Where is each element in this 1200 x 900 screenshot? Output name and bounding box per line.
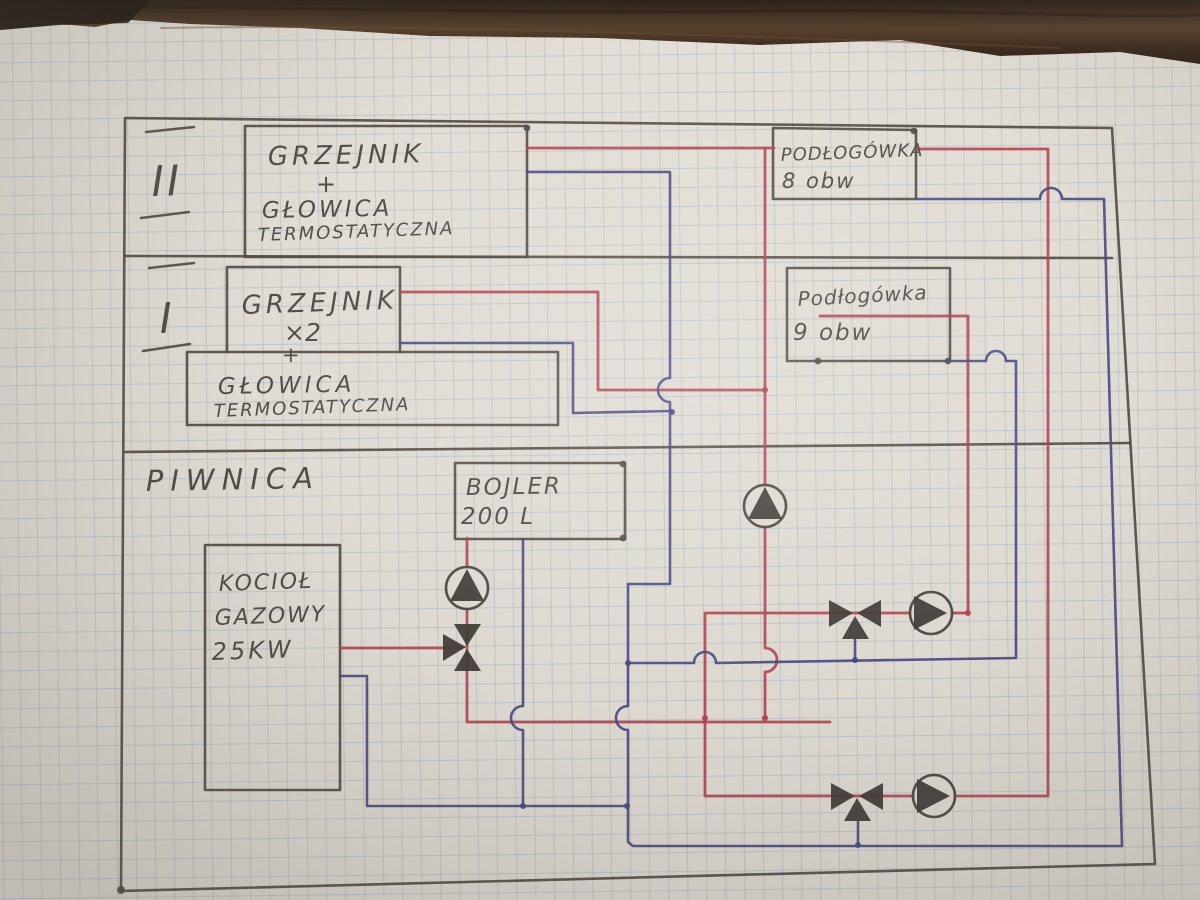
pump-arrow-up-icon: [748, 487, 782, 519]
supply-pipe-mixing-rows: [703, 147, 1050, 798]
supply-pipe-radiator-floor1: [398, 290, 767, 392]
return-pipe-water-heater: [509, 537, 525, 808]
label-line: GRZEJNIK: [268, 139, 425, 172]
wood-dark-corner: [0, 0, 150, 30]
label-line: KOCIOŁ: [218, 569, 314, 597]
boiler-label: KOCIOŁ GAZOWY 25KW: [211, 569, 327, 666]
supply-pipe-riser-bridge-link: [763, 611, 779, 720]
valve-triangle-icon: [857, 600, 881, 627]
circulation-pump-floorheating8: [911, 773, 957, 819]
label-line: ×2: [284, 318, 321, 347]
table-edge: [0, 0, 1200, 64]
valve-triangle-icon: [829, 600, 853, 627]
circulation-pump-floorheating9: [908, 590, 954, 636]
wood-grain-streak: [159, 26, 1061, 49]
wood-grain-streak: [0, 5, 1200, 18]
basement-label: PIWNICA: [146, 461, 321, 498]
water-heater-label: BOJLER 200 L: [461, 473, 562, 530]
radiator-floor1-box-upper: [225, 265, 402, 354]
valve-triangle-icon: [454, 649, 481, 671]
supply-pipe-boiler-valve-row: [465, 536, 832, 724]
valve-triangle-icon: [859, 783, 883, 810]
label-line: GŁOWICA: [262, 196, 393, 224]
valve-triangle-icon: [842, 616, 869, 639]
label-line: +: [282, 343, 300, 367]
circulation-pump-water-heater: [444, 565, 490, 611]
floor2-tag: II: [151, 156, 183, 206]
label-line: GRZEJNIK: [241, 286, 398, 321]
pump-arrow-up-icon: [450, 569, 484, 601]
label-line: 9 obw: [793, 320, 872, 346]
label-line: GAZOWY: [214, 602, 326, 631]
label-line: 25KW: [211, 635, 294, 666]
pump-arrow-right-icon: [914, 596, 947, 630]
return-pipe-floorheating9-row: [626, 349, 1018, 665]
outer-wall-outline: [119, 116, 1157, 893]
supply-pipe-radiator-floor2-riser: [525, 146, 767, 615]
return-pipe-boiler-in: [338, 674, 628, 808]
label-line: 200 L: [461, 504, 535, 530]
valve-triangle-icon: [454, 624, 481, 646]
radiator-floor2-label: GRZEJNIK + GŁOWICA TERMOSTATYCZNA: [257, 139, 454, 246]
radiator-floor1-box-lower: [185, 350, 560, 427]
radiator-floor1-label: GRZEJNIK ×2 + GŁOWICA TERMOSTATYCZNA: [213, 286, 410, 422]
supply-pipe-floorheating9: [818, 314, 970, 615]
floor-heating-9-label: Podłogówka 9 obw: [793, 280, 928, 346]
floor1-basement-divider: [123, 441, 1132, 454]
three-way-valve-floorheating8: [831, 783, 883, 821]
return-pipe-main-riser-and-floorheating8: [525, 170, 1124, 848]
three-way-valve-boiler: [443, 624, 481, 671]
pump-arrow-right-icon: [917, 779, 950, 813]
three-way-valve-floorheating9: [829, 600, 881, 639]
boiler-box: [203, 543, 342, 792]
floor-heating-8-label: PODŁOGÓWKA 8 obw: [780, 139, 923, 193]
supply-junction-dots: [702, 387, 971, 721]
wood-strip: [0, 0, 1200, 64]
label-line: +: [316, 170, 336, 198]
floor2-tag-overline: [144, 125, 196, 134]
label-line: Podłogówka: [797, 280, 928, 311]
floor1-tag-overline: [147, 261, 196, 270]
return-pipes: [338, 170, 1124, 848]
floor2-tag-underline: [139, 210, 191, 220]
return-junction-dots: [520, 409, 861, 848]
label-line: GŁOWICA: [218, 372, 356, 400]
floor1-tag-underline: [141, 342, 192, 353]
valve-triangle-icon: [443, 634, 466, 661]
supply-pipes: [338, 146, 1050, 798]
floor1-tag: I: [159, 294, 173, 343]
return-pipe-radiator-floor1: [398, 341, 674, 415]
ink-corner-dots: [117, 124, 952, 894]
valve-triangle-icon: [844, 798, 871, 821]
label-line: BOJLER: [466, 473, 562, 501]
label-line: 8 obw: [782, 169, 855, 193]
label-line: PODŁOGÓWKA: [780, 139, 923, 166]
valve-triangle-icon: [831, 783, 855, 810]
circulation-pump-radiator-riser: [742, 483, 788, 529]
radiator-floor2-box: [243, 124, 529, 259]
